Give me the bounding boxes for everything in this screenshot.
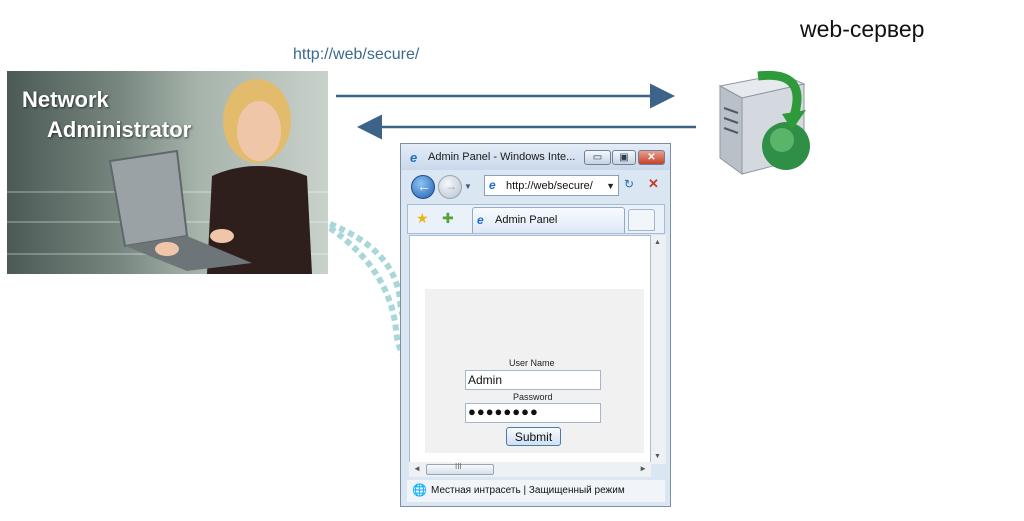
vertical-scrollbar[interactable]: ▲ ▼ — [651, 235, 666, 464]
submit-label: Submit — [514, 430, 553, 444]
password-label: Password — [513, 392, 553, 402]
favorites-star-icon[interactable]: ★ — [416, 210, 429, 226]
scroll-down-icon[interactable]: ▼ — [654, 453, 661, 460]
stop-icon[interactable]: ✕ — [648, 176, 659, 191]
intranet-globe-icon: 🌐 — [412, 483, 427, 497]
scroll-right-icon[interactable]: ► — [639, 464, 647, 473]
address-bar[interactable]: e http://web/secure/ ▼ — [484, 175, 619, 196]
status-bar: 🌐 Местная интрасеть | Защищенный режим — [407, 480, 665, 502]
maximize-button[interactable]: ▣ — [612, 150, 636, 165]
browser-window: e Admin Panel - Windows Inte... ▭ ▣ ✕ ← … — [400, 143, 671, 507]
add-favorite-icon[interactable]: ✚ — [442, 210, 454, 226]
ie-logo-icon: e — [410, 150, 418, 165]
scroll-left-icon[interactable]: ◄ — [413, 464, 421, 473]
address-dropdown-icon[interactable]: ▼ — [606, 181, 615, 191]
window-title: Admin Panel - Windows Inte... — [428, 151, 576, 163]
username-value: Admin — [468, 373, 503, 387]
close-icon: ✕ — [647, 152, 656, 163]
admin-photo: Network Administrator — [7, 71, 328, 274]
back-button[interactable]: ← — [411, 175, 435, 199]
forward-button[interactable]: → — [438, 175, 462, 199]
forward-arrow-icon: → — [445, 179, 457, 193]
username-field[interactable]: Admin — [465, 370, 601, 390]
photo-caption-line2: Administrator — [47, 117, 192, 142]
password-field[interactable]: ●●●●●●●● — [465, 403, 601, 423]
tab-label: Admin Panel — [495, 214, 558, 226]
refresh-icon[interactable]: ↻ — [624, 177, 635, 191]
title-bar: e Admin Panel - Windows Inte... ▭ ▣ ✕ — [401, 144, 670, 170]
maximize-icon: ▣ — [619, 152, 629, 163]
tab-admin-panel[interactable]: e Admin Panel — [472, 207, 625, 233]
url-label: http://web/secure/ — [293, 46, 420, 63]
server-title: web-сервер — [800, 16, 925, 42]
password-value: ●●●●●●●● — [468, 404, 539, 419]
username-label: User Name — [509, 358, 555, 368]
back-arrow-icon: ← — [417, 178, 431, 194]
page-icon: e — [489, 178, 496, 192]
scroll-grip: III — [455, 462, 462, 471]
scroll-up-icon[interactable]: ▲ — [654, 239, 661, 246]
submit-button[interactable]: Submit — [506, 427, 561, 446]
horizontal-scrollbar[interactable]: ◄ III ► — [409, 462, 651, 477]
status-text: Местная интрасеть | Защищенный режим — [431, 485, 625, 496]
address-text: http://web/secure/ — [506, 180, 593, 192]
history-dropdown-icon[interactable]: ▼ — [464, 182, 472, 191]
scroll-thumb[interactable]: III — [426, 462, 494, 475]
tab-page-icon: e — [477, 213, 484, 227]
admin-figure — [108, 79, 312, 274]
server-icon — [718, 70, 810, 175]
new-tab-button[interactable] — [628, 209, 655, 231]
photo-caption-line1: Network — [22, 87, 109, 112]
tab-bar: ★ ✚ e Admin Panel — [407, 204, 665, 234]
close-button[interactable]: ✕ — [638, 150, 665, 165]
minimize-icon: ▭ — [592, 152, 603, 163]
minimize-button[interactable]: ▭ — [584, 150, 611, 165]
nav-bar: ← → ▼ e http://web/secure/ ▼ ↻ ✕ — [401, 170, 670, 202]
